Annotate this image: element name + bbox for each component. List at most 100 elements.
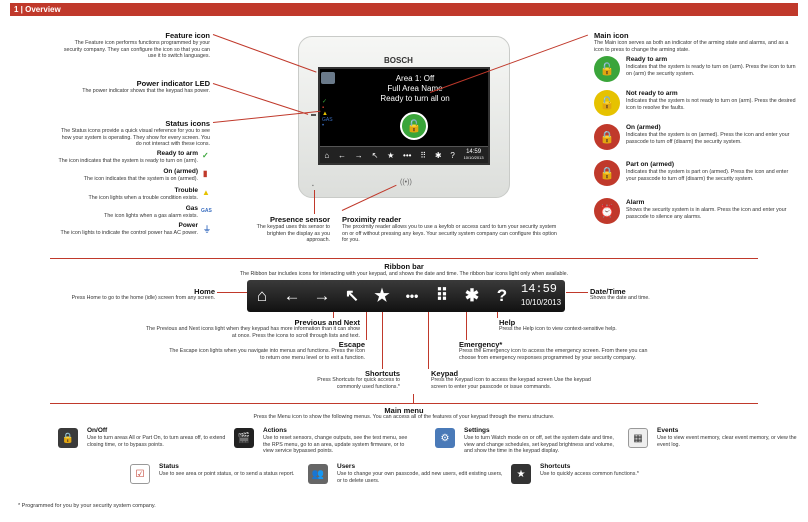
part-armed-lock-icon: 🔒 [594,160,620,186]
screen-date: 10/10/2013 [463,155,484,160]
feature-icon[interactable] [321,72,335,84]
home-title: Home [194,287,215,296]
feature-icon-desc: The Feature icon performs functions prog… [63,40,210,60]
menu-settings-title: Settings [464,427,490,434]
trouble-icon: ▲ [202,188,210,197]
ribbon-next-icon[interactable]: → [313,286,331,305]
menu-actions-title: Actions [263,427,287,434]
power-desc: The icon lights to indicate the control … [60,230,198,236]
events-icon: ▦ [628,428,648,448]
ready-sm-title: Ready to arm [156,150,198,157]
emergency-desc: Press the Emergency icon to access the e… [459,348,648,361]
escape-desc: The Escape icon lights when you navigate… [169,348,365,361]
footnote: * Programmed for you by your security sy… [18,503,156,509]
status-icons-desc: The Status icons provide a quick visual … [61,128,210,148]
gas-desc: The icon lights when a gas alarm exists. [104,213,198,219]
ribbon-shortcuts-icon[interactable]: ★ [374,286,390,305]
emergency-icon[interactable]: ✱ [434,150,442,160]
help-icon[interactable]: ? [450,150,455,160]
shortcuts-icon[interactable]: ★ [387,150,395,160]
prevnext-desc: The Previous and Next icons light when t… [145,326,360,339]
next-icon[interactable]: → [354,150,363,160]
ribbon-menu-icon[interactable]: ••• [405,289,419,303]
power-plug-icon: ⏚ [203,225,211,234]
shortcuts-star-icon: ★ [511,464,531,484]
on-title: On (armed) [626,124,661,131]
gas-icon: GAS [201,208,212,214]
shortcuts-desc: Press Shortcuts for quick access to comm… [317,377,400,390]
ribbon-time: 14:59 [521,282,558,296]
keypad-icon[interactable]: ⠿ [420,150,427,160]
presence-title: Presence sensor [269,215,330,224]
menu-events-title: Events [657,427,679,434]
on-sm-title: On (armed) [163,168,198,175]
trouble-title: Trouble [174,187,198,194]
home-desc: Press Home to go to the home (idle) scre… [71,295,215,301]
ribbon-date: 10/10/2013 [521,298,562,307]
ribbon-keypad-icon[interactable]: ⠿ [435,286,449,305]
not-ready-desc: Indicates that the system is not ready t… [626,98,796,111]
onoff-icon: 🔒 [58,428,78,448]
home-icon[interactable]: ⌂ [324,150,330,160]
proximity-title: Proximity reader [342,215,402,224]
menu-icon[interactable]: ••• [403,150,412,160]
presence-sensor-icon: ▪ [312,183,314,189]
ready-desc: Indicates that the system is ready to tu… [626,64,796,77]
menu-settings-desc: Use to turn Watch mode on or off, set th… [464,435,614,455]
ribbon-help-icon[interactable]: ? [496,286,508,305]
not-ready-unlock-icon: 🔓 [594,90,620,116]
ribbon-emergency-icon[interactable]: ✱ [464,286,480,305]
settings-icon: ⚙ [435,428,455,448]
main-unlock-icon[interactable]: 🔓 [400,112,428,140]
on-sm-desc: The icon indicates that the system is on… [83,176,198,182]
help-desc: Press the Help icon to view context-sens… [499,326,617,332]
ready-title: Ready to arm [626,56,668,63]
previous-icon[interactable]: ← [338,150,347,160]
part-on-desc: Indicates that the system is part on (ar… [626,169,789,182]
lock-icon: ▮ [203,169,208,178]
ribbon-desc: The Ribbon bar includes icons for intera… [239,271,569,277]
menu-users-desc: Use to change your own passcode, add new… [337,471,503,484]
alarm-desc: Shows the security system is in alarm. P… [626,207,787,220]
ribbon-title: Ribbon bar [384,262,424,271]
menu-onoff-title: On/Off [87,427,108,434]
power-led-title: Power indicator LED [136,79,210,88]
menu-status-desc: Use to see area or point status, or to s… [159,471,295,477]
keypad-title: Keypad [431,369,459,378]
screen-line-3: Ready to turn all on [380,94,450,103]
power-title: Power [178,222,198,229]
ready-unlock-icon: 🔓 [594,56,620,82]
screen-line-2: Full Area Name [387,84,443,93]
keypad-desc: Press the Keypad icon to access the keyp… [431,377,591,390]
presence-desc: The keypad uses this sensor to brighten … [256,224,330,244]
main-menu-title: Main menu [384,406,424,415]
menu-actions-desc: Use to reset sensors, change outputs, se… [263,435,408,455]
menu-shortcuts-desc: Use to quickly access common functions.* [540,471,639,477]
ready-sm-desc: The icon indicates that the system is re… [58,158,198,164]
ribbon-escape-icon[interactable]: ↖ [344,286,360,305]
menu-status-title: Status [159,463,179,470]
screen-time: 14:59 [466,149,482,155]
help-title: Help [499,318,516,327]
brand-logo: BOSCH [384,56,413,65]
ribbon-home-icon[interactable]: ⌂ [256,286,268,305]
escape-icon[interactable]: ↖ [371,150,379,160]
main-icon-desc: The Main icon serves as both an indicato… [594,40,789,53]
datetime-title: Date/Time [590,287,626,296]
trouble-desc: The icon lights when a trouble condition… [88,195,198,201]
proximity-reader-icon: ((•)) [400,179,412,186]
prevnext-title: Previous and Next [294,318,360,327]
check-icon: ✓ [202,151,209,160]
status-icon: ☑ [130,464,150,484]
part-on-title: Part on (armed) [626,161,675,168]
menu-users-title: Users [337,463,356,470]
datetime-desc: Shows the date and time. [590,295,650,301]
gas-title: Gas [185,205,198,212]
alarm-title: Alarm [626,199,645,206]
main-menu-desc: Press the Menu icon to show the followin… [253,414,555,420]
screen-line-1: Area 1: Off [395,74,435,83]
ribbon-bar: ⌂ ← → ↖ ★ ••• ⠿ ✱ ? 14:59 10/10/2013 [247,280,565,312]
ribbon-previous-icon[interactable]: ← [283,286,301,305]
emergency-title: Emergency* [459,340,503,349]
